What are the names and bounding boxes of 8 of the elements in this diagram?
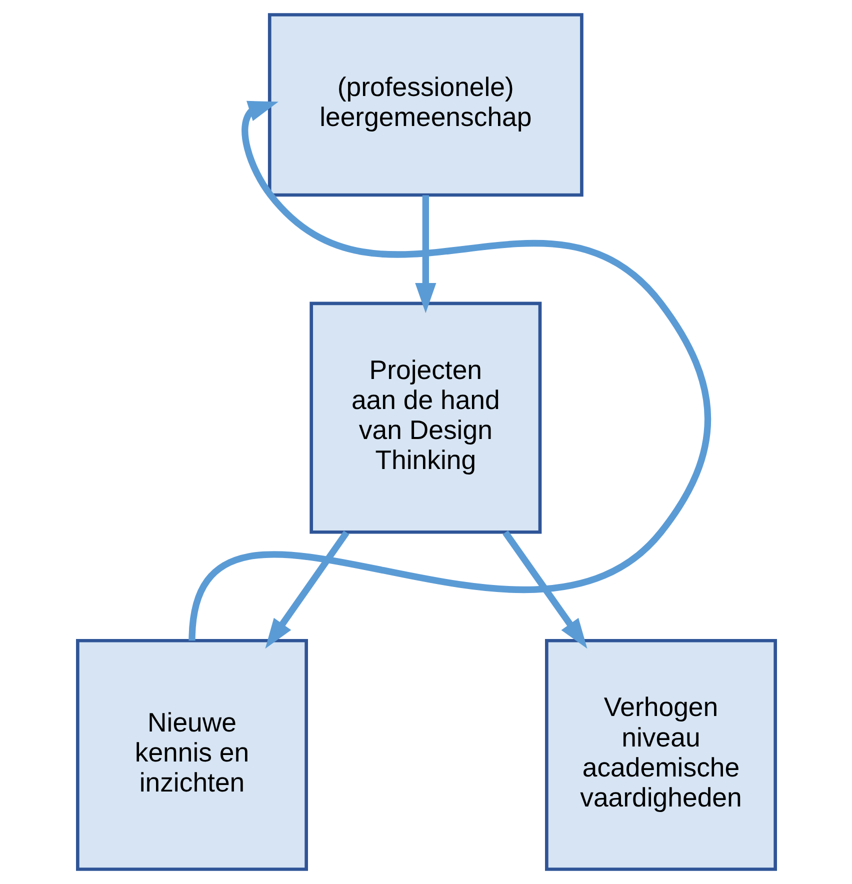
arrow bbox=[502, 530, 587, 649]
node-box: (professionele) leergemeenschap bbox=[267, 13, 583, 197]
node-box: Verhogen niveau academische vaardigheden bbox=[544, 638, 776, 871]
arrow bbox=[414, 195, 436, 314]
node-box: Nieuwe kennis en inzichten bbox=[76, 638, 308, 871]
arrow bbox=[188, 100, 710, 642]
arrow bbox=[264, 530, 349, 649]
node-box: Projecten aan de hand van Design Thinking bbox=[309, 302, 542, 534]
